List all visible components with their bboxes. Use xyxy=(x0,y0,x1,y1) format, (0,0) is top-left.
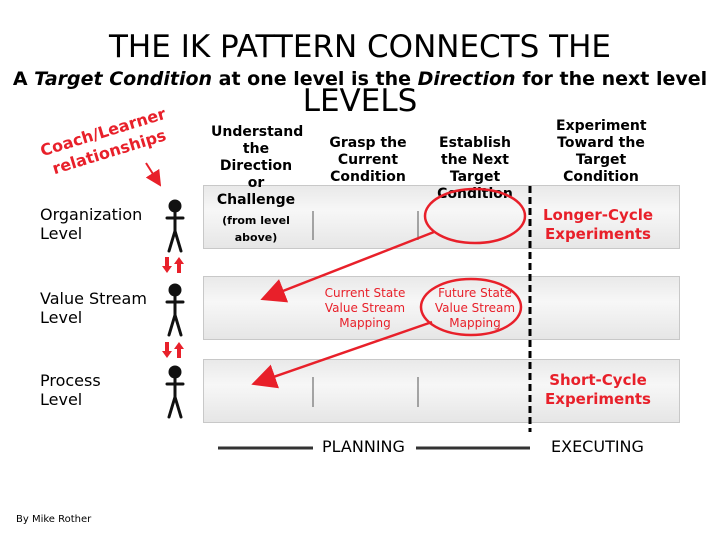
page-title-line2: LEVELS xyxy=(302,83,418,119)
executing-label: EXECUTING xyxy=(551,437,644,456)
person-icon-value-stream xyxy=(165,283,185,337)
page-title: THE IK PATTERN CONNECTS THE xyxy=(109,29,611,65)
future-state-circle xyxy=(419,277,523,337)
person-icon-organization xyxy=(165,199,185,253)
column-heading-current-condition: Grasp the Current Condition xyxy=(329,135,407,185)
row-label-value-stream: Value Stream Level xyxy=(40,289,147,327)
subtitle: A Target Condition at one level is the D… xyxy=(12,68,708,90)
column-heading-experiment: Experiment Toward the Target Condition xyxy=(556,118,647,185)
longer-cycle-experiments: Longer-Cycle Experiments xyxy=(542,206,654,243)
short-cycle-experiments: Short-Cycle Experiments xyxy=(545,371,651,408)
row-label-organization: Organization Level xyxy=(40,205,143,243)
row-label-process: Process Level xyxy=(40,371,101,409)
future-state-vsm-label: Future State Value Stream Mapping xyxy=(434,286,516,330)
current-state-vsm-label: Current State Value Stream Mapping xyxy=(324,286,406,330)
coach-learner-arrows xyxy=(162,257,184,358)
level-connector-arrow-lower xyxy=(251,320,433,389)
band-process xyxy=(203,359,680,423)
planning-label: PLANNING xyxy=(322,437,405,456)
band-dividers xyxy=(312,211,419,407)
target-condition-circle xyxy=(423,187,527,245)
person-icon-process xyxy=(165,365,185,419)
credit: By Mike Rother xyxy=(16,514,92,525)
column-heading-direction: Understand the Direction or Challenge (f… xyxy=(211,124,304,244)
coach-learner-pointer-arrow xyxy=(145,162,162,187)
level-connector-arrow-upper xyxy=(260,230,435,303)
